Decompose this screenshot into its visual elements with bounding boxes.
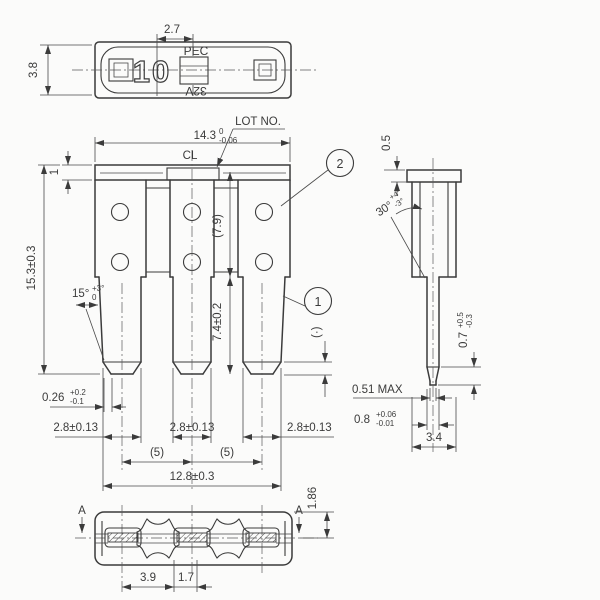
svg-text:14.3: 14.3 [194,130,216,142]
svg-text:A: A [78,505,86,517]
section-view-outline [75,505,318,592]
dim-blade-pitch: (5) (5) [122,447,262,465]
svg-text:(·): (·) [311,326,323,338]
balloon-blade: 1 [282,286,333,316]
svg-text:1.86: 1.86 [307,487,319,509]
dim-overall-height: 15.3±0.3 [26,164,100,375]
svg-text:(5): (5) [220,447,234,459]
dim-thickness: 3.8 [28,44,92,96]
svg-text:A: A [295,505,303,517]
svg-text:15.3±0.3: 15.3±0.3 [26,246,38,291]
svg-text:0.8: 0.8 [354,414,370,426]
dim-body-width: 3.4 [411,397,457,452]
svg-text:-0.06: -0.06 [219,136,238,145]
svg-text:0.5: 0.5 [381,135,393,151]
svg-text:1: 1 [49,169,61,175]
svg-text:+3°: +3° [92,284,104,293]
svg-text:7.4±0.2: 7.4±0.2 [212,303,224,341]
svg-text:0.51 MAX: 0.51 MAX [352,384,403,396]
angle-blade-taper: 15° +3° 0 [72,284,105,361]
svg-text:2.8±0.13: 2.8±0.13 [53,422,98,434]
dim-blade-widths: 2.8±0.13 2.8±0.13 2.8±0.13 [53,368,334,491]
dim-cap-height: 1 [49,151,92,194]
dim-marking-offset: 2.7 [156,24,194,96]
dim-housing-height: (7.9) [212,172,233,277]
svg-text:0.7: 0.7 [458,332,470,348]
svg-text:2.8±0.13: 2.8±0.13 [287,422,332,434]
svg-text:0: 0 [92,293,97,302]
svg-text:2: 2 [337,157,344,171]
dim-span: 12.8±0.3 [103,471,281,489]
svg-text:(7.9): (7.9) [212,214,224,238]
svg-text:3.9: 3.9 [140,572,156,584]
section-marker-right: A [295,505,303,533]
balloon-housing: 2 [280,148,355,207]
dim-overall-width: 14.3 0 -0.06 [94,127,291,162]
svg-text:12.8±0.3: 12.8±0.3 [170,471,215,483]
dim-web: 1.7 [174,560,212,592]
dim-blade-thickness: 0.8 +0.06 -0.01 [354,389,454,430]
dim-tip-taper: 0.7 +0.5 -0.3 [438,312,481,400]
dim-half-height: 1.86 [294,487,334,539]
amp-rating-text: 10 [133,54,171,89]
svg-text:3.8: 3.8 [28,62,40,78]
section-marker-left: A [78,505,86,533]
centerline-label: CL [183,150,198,162]
angle-tip: 30° +4° -3° [374,188,426,279]
dim-cap-step: 0.5 [381,135,408,196]
dim-tip-width: 0.51 MAX [352,384,452,401]
front-view-outline [94,150,291,492]
svg-text:15°: 15° [72,288,89,300]
lot-no-callout: LOT NO. [216,116,285,168]
svg-text:+0.2: +0.2 [70,388,86,397]
svg-text:LOT NO.: LOT NO. [235,116,281,128]
svg-text:1: 1 [315,295,322,309]
svg-text:0.26: 0.26 [42,392,64,404]
svg-text:(5): (5) [150,447,164,459]
dim-tip-reference: (·) [284,326,332,397]
brand-text: PEC [184,44,209,58]
svg-text:+0.5: +0.5 [456,312,465,328]
dim-blade-length: 7.4±0.2 [212,277,233,374]
side-view-outline [406,158,462,452]
svg-text:+0.06: +0.06 [376,410,397,419]
svg-text:2.7: 2.7 [164,24,180,36]
dim-tip-chamfer: 0.26 +0.2 -0.1 [42,378,126,412]
voltage-text: 32V [185,84,206,98]
svg-text:1.7: 1.7 [178,572,194,584]
svg-text:-0.1: -0.1 [70,397,84,406]
svg-text:0: 0 [219,127,224,136]
svg-text:-0.01: -0.01 [376,419,395,428]
svg-text:-0.3: -0.3 [465,314,474,328]
svg-text:2.8±0.13: 2.8±0.13 [170,422,215,434]
svg-text:3.4: 3.4 [426,432,443,444]
